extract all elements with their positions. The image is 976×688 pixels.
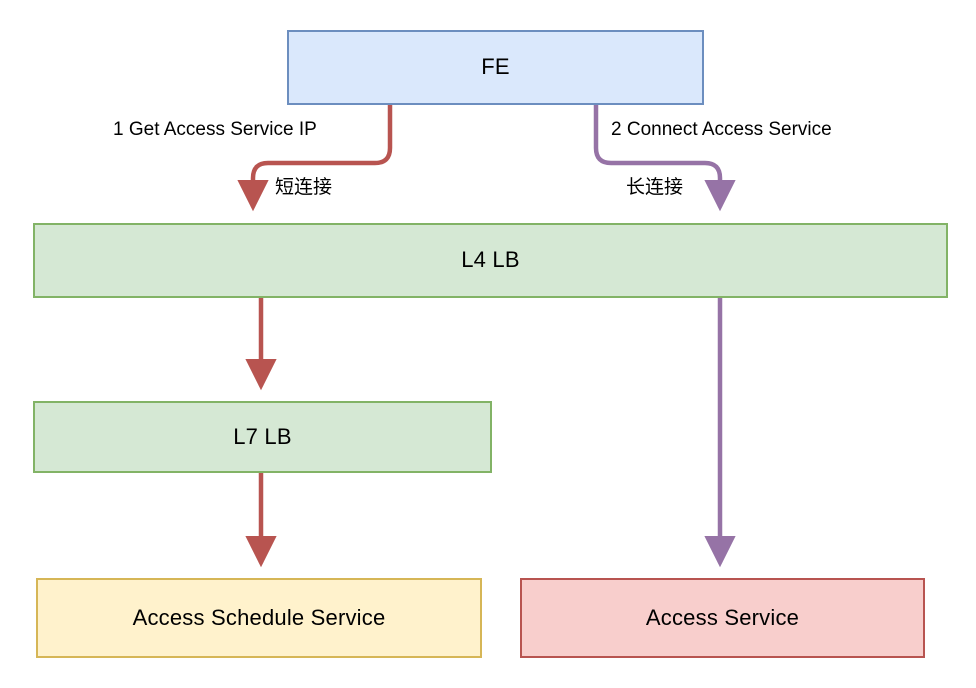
node-access-schedule-service[interactable]: Access Schedule Service <box>36 578 482 658</box>
edge-label-connect-access-service: 2 Connect Access Service <box>611 119 832 140</box>
edge-label-long-connection: 长连接 <box>626 176 684 198</box>
node-l7-lb[interactable]: L7 LB <box>33 401 492 473</box>
edge-label-short-connection: 短连接 <box>275 176 333 198</box>
node-fe[interactable]: FE <box>287 30 704 105</box>
node-l7-lb-label: L7 LB <box>233 423 292 449</box>
node-l4-lb-label: L4 LB <box>461 247 520 273</box>
node-l4-lb[interactable]: L4 LB <box>33 223 948 298</box>
node-fe-label: FE <box>481 54 510 80</box>
node-access-schedule-service-label: Access Schedule Service <box>132 604 386 630</box>
edge-label-get-access-service-ip: 1 Get Access Service IP <box>113 119 317 140</box>
node-access-service[interactable]: Access Service <box>520 578 925 658</box>
node-access-service-label: Access Service <box>645 604 800 630</box>
